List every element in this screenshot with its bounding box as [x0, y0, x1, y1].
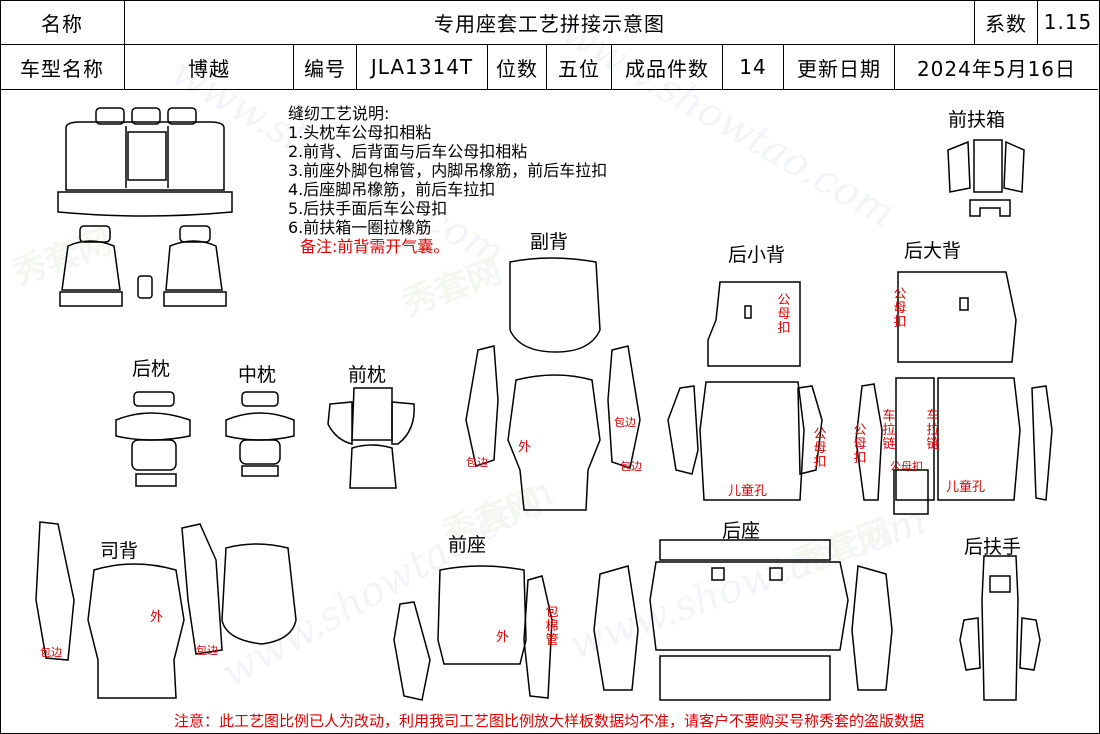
- seats-label: 位数: [488, 45, 547, 89]
- note-item: 2.前背、后背面与后车公母扣相粘: [288, 142, 528, 161]
- front-seat-pieces: [393, 565, 553, 701]
- annotation-child-hole: 儿童孔: [728, 484, 768, 499]
- annotation-pull-chain: 车拉链: [882, 409, 896, 452]
- annotation-outer: 外: [518, 440, 532, 455]
- label-middle-headrest: 中枕: [238, 364, 277, 386]
- label-rear-armrest: 后扶手: [964, 536, 1022, 558]
- seats-value: 五位: [547, 45, 612, 89]
- header-row-2: 车型名称 博越 编号 JLA1314T 位数 五位 成品件数 14 更新日期 2…: [0, 45, 1098, 90]
- notes-title: 缝纫工艺说明:: [288, 104, 390, 123]
- date-value: 2024年5月16日: [916, 56, 1077, 81]
- label-passenger-back: 副背: [530, 231, 569, 253]
- label-rear-seat: 后座: [722, 520, 761, 542]
- rear-armrest-pieces: [959, 555, 1041, 701]
- coef-label: 系数: [975, 0, 1038, 44]
- annotation-cotton-tube: 包棉管: [545, 605, 559, 648]
- label-front-console: 前扶箱: [948, 109, 1006, 131]
- overview-front-seats: [59, 225, 227, 307]
- note-item: 5.后扶手面后车公母扣: [288, 199, 448, 218]
- model-value: 博越: [125, 45, 294, 89]
- name-label: 名称: [0, 0, 125, 44]
- note-item: 1.头枕车公母扣相粘: [288, 123, 432, 142]
- annotation-outer: 外: [150, 610, 164, 625]
- label-rear-headrest: 后枕: [132, 358, 171, 380]
- driver-back-pieces: [35, 521, 297, 699]
- annotation-edge-wrap: 包边: [620, 460, 642, 473]
- annotation-child-hole: 儿童孔: [946, 480, 986, 495]
- note-item: 3.前座外脚包棉管，内脚吊橡筋，前后车拉扣: [288, 161, 608, 180]
- label-front-seat: 前座: [448, 534, 487, 556]
- annotation-outer: 外: [496, 630, 510, 645]
- code-label: 编号: [294, 45, 357, 89]
- label-front-headrest: 前枕: [348, 364, 387, 386]
- notes-remark: 备注:前背需开气囊。: [300, 237, 450, 256]
- annotation-edge-wrap: 包边: [40, 646, 62, 659]
- footer-warning: 注意：此工艺图比例已人为改动，利用我司工艺图比例放大样板数据均不准，请客户不要购…: [173, 712, 924, 730]
- pieces-value: 14: [723, 45, 784, 89]
- passenger-back-pieces: [465, 257, 641, 511]
- rear-big-back-pieces: [855, 271, 1053, 515]
- annotation-edge-wrap: 包边: [614, 416, 636, 429]
- annotation-male-female-buckle: 公母扣: [893, 287, 907, 330]
- annotation-male-female-buckle: 公母扣: [853, 423, 867, 466]
- doc-title: 专用座套工艺拼接示意图: [125, 0, 975, 44]
- label-driver-back: 司背: [100, 540, 139, 562]
- annotation-male-female-buckle: 公母扣: [890, 460, 923, 473]
- label-rear-big-back: 后大背: [904, 240, 962, 262]
- label-rear-small-back: 后小背: [728, 244, 786, 266]
- note-item: 4.后座脚吊橡筋，前后车拉扣: [288, 180, 496, 199]
- annotation-edge-wrap: 包边: [196, 644, 218, 657]
- annotation-edge-wrap: 包边: [466, 456, 488, 469]
- note-item: 6.前扶箱一圈拉橡筋: [288, 218, 432, 237]
- rear-seat-pieces: [593, 539, 893, 701]
- annotation-pull-chain: 车拉链: [926, 409, 940, 452]
- annotation-male-female-buckle: 公母扣: [777, 293, 791, 336]
- overview-rear-bench: [57, 107, 233, 217]
- date-label: 更新日期: [784, 45, 895, 89]
- coef-value: 1.15: [1043, 10, 1093, 34]
- headrest-pieces: [115, 387, 415, 489]
- rear-small-back-pieces: [667, 281, 823, 501]
- header-row-1: 名称 专用座套工艺拼接示意图 系数 1.15: [0, 0, 1098, 45]
- model-label: 车型名称: [0, 45, 125, 89]
- sewing-notes: 缝纫工艺说明: 1.头枕车公母扣相粘 2.前背、后背面与后车公母扣相粘 3.前座…: [288, 104, 607, 256]
- front-console-pieces: [947, 139, 1025, 217]
- pieces-label: 成品件数: [612, 45, 723, 89]
- code-value: JLA1314T: [357, 45, 488, 89]
- annotation-male-female-buckle: 公母扣: [813, 427, 827, 470]
